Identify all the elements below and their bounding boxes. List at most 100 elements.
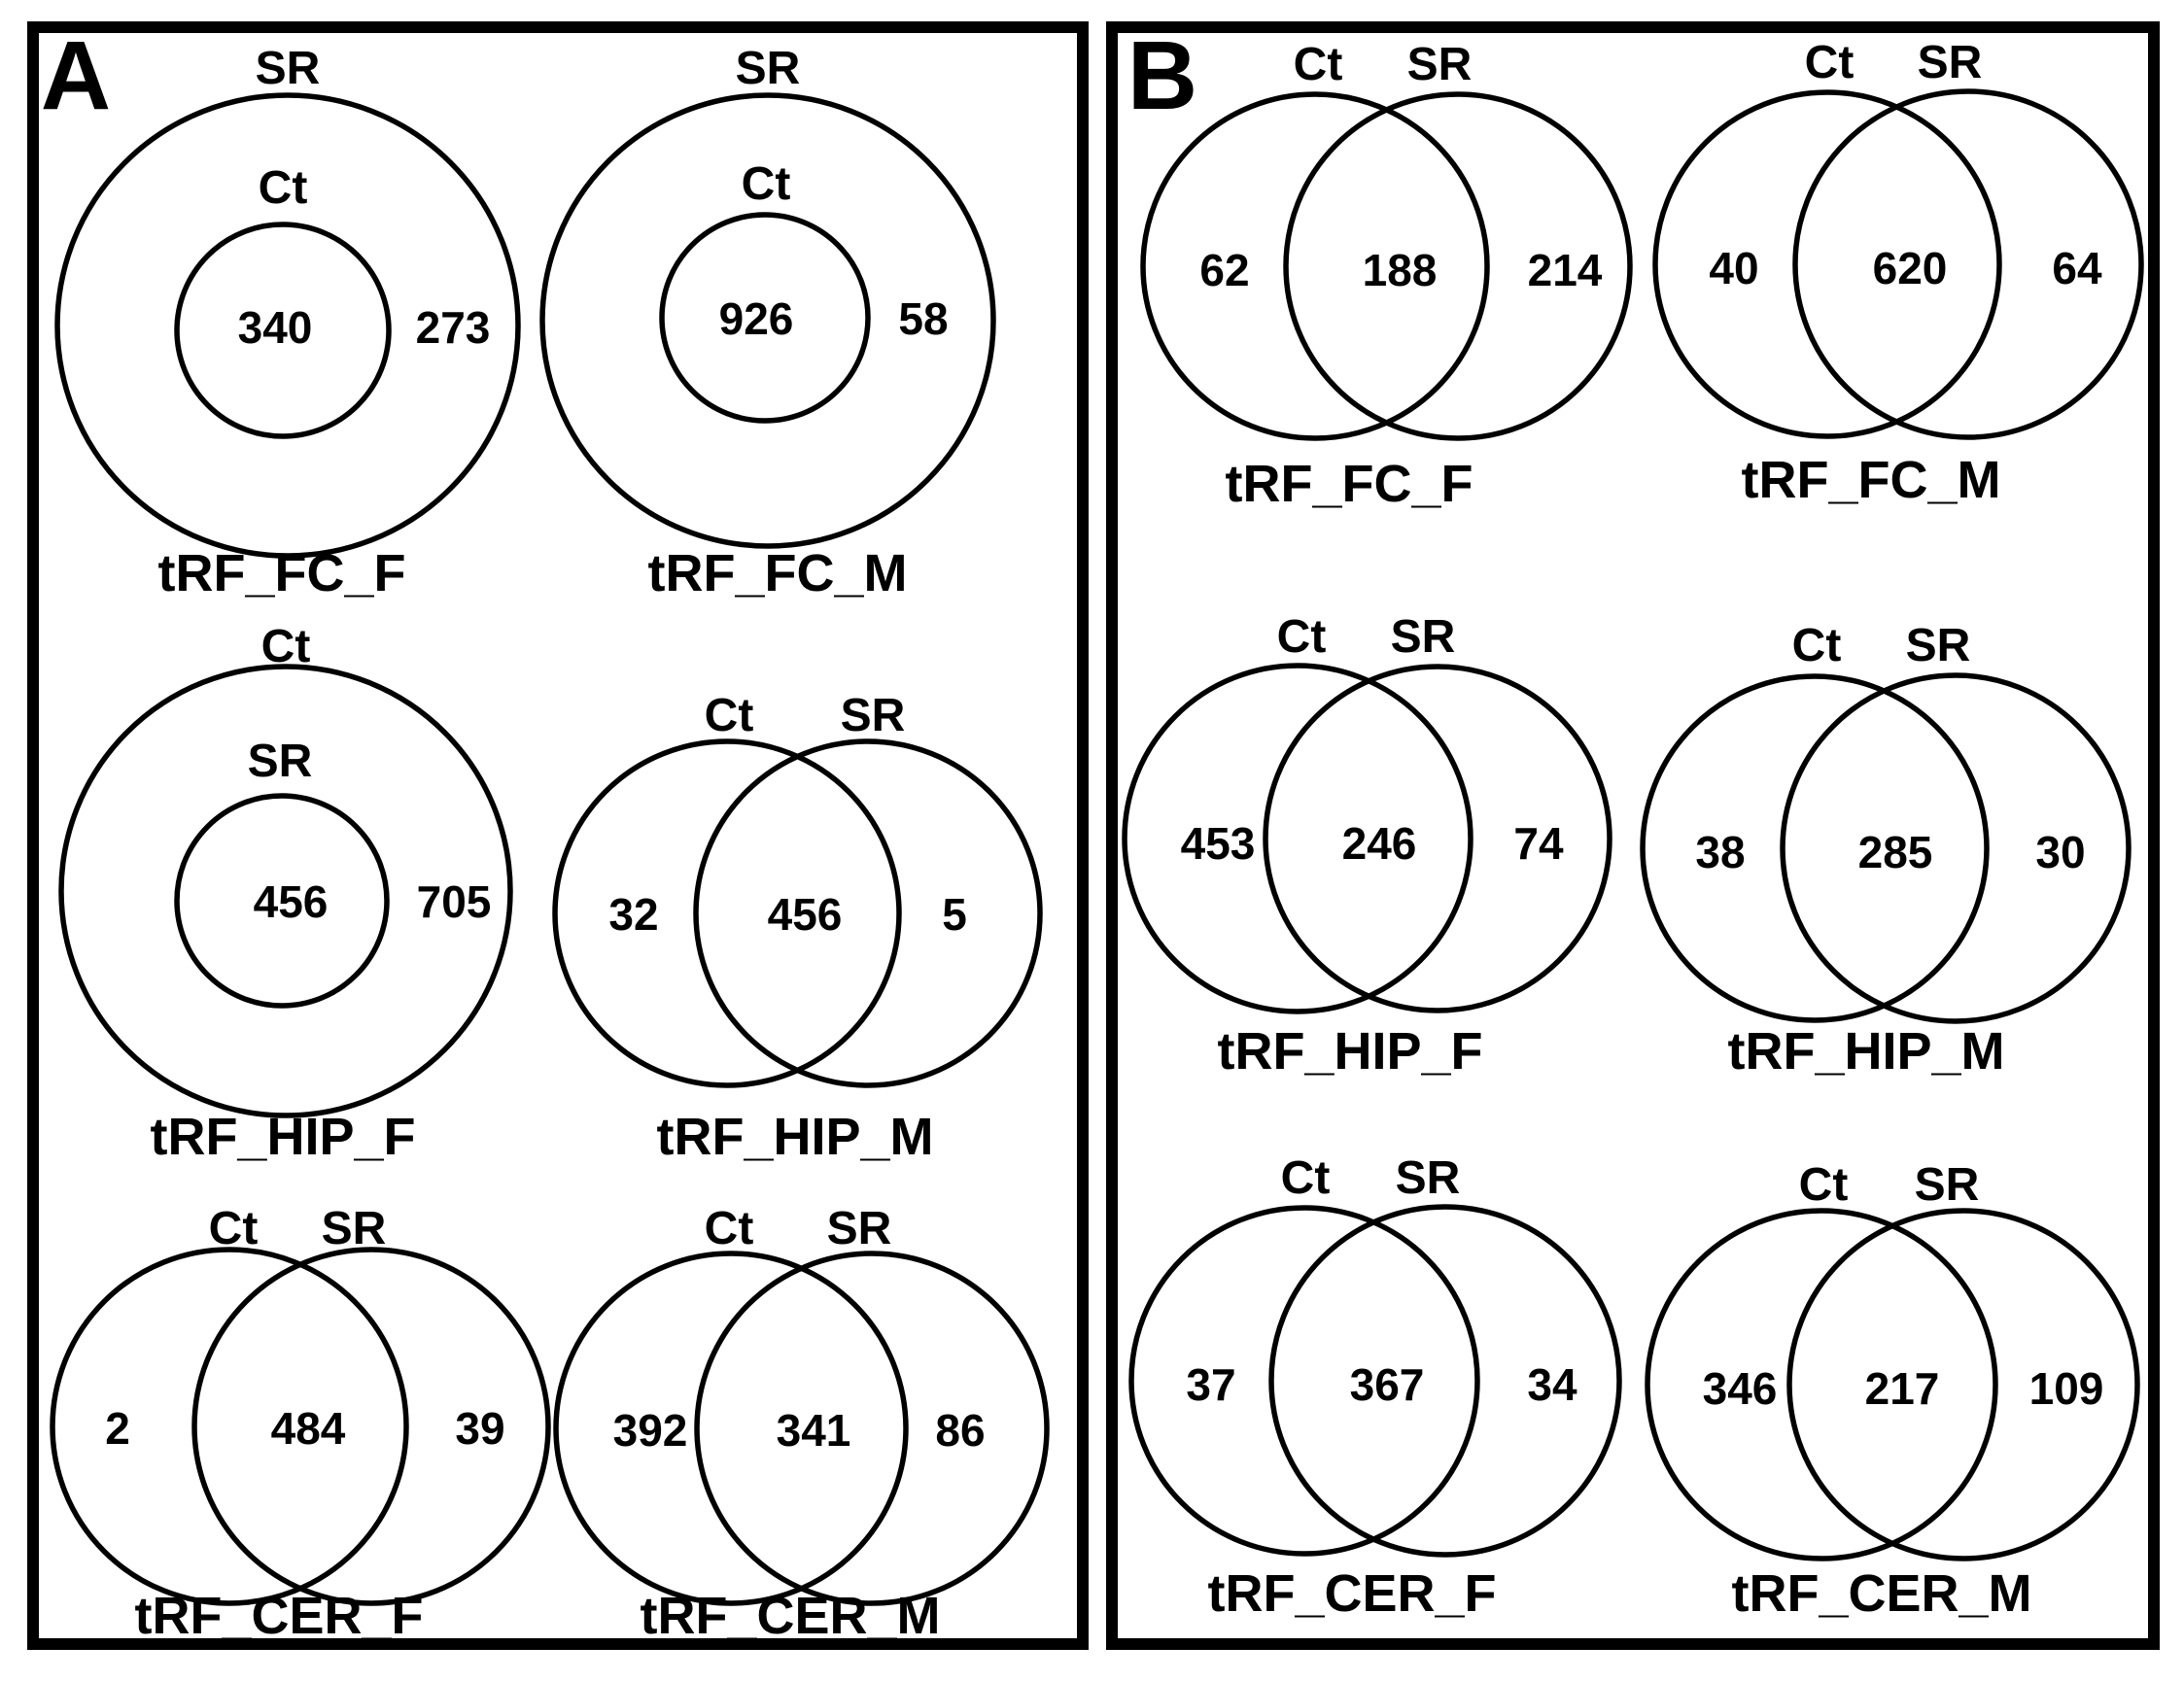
set-label-ct: Ct (1294, 39, 1343, 90)
set-label-ct: Ct (1805, 37, 1855, 88)
venn-b-trf-hip-m: Ct SR 38 285 30 tRF_HIP_M (1640, 620, 2132, 1081)
set-label-ct: Ct (209, 1203, 259, 1254)
set-label-sr: SR (1918, 37, 1983, 88)
venn-circle-sr (191, 1247, 551, 1606)
venn-circle-sr (693, 738, 1043, 1088)
value-overlap: 188 (1363, 245, 1438, 295)
value-overlap: 620 (1873, 243, 1948, 293)
value-ct-only: 705 (417, 876, 492, 927)
set-label-sr: SR (322, 1203, 387, 1254)
value-sr-only: 86 (935, 1405, 985, 1456)
venn-circle-sr (1780, 672, 2132, 1024)
venn-a-trf-cer-m: Ct SR 392 341 86 tRF_CER_M (553, 1203, 1050, 1645)
value-ct-only: 37 (1186, 1359, 1235, 1410)
venn-circle-sr (1786, 1208, 2140, 1561)
value-overlap: 341 (777, 1405, 851, 1456)
venn-circle-sr (539, 92, 996, 549)
venn-circle-sr (1268, 1204, 1622, 1558)
value-overlap: 285 (1858, 827, 1933, 877)
set-label-ct: Ct (259, 162, 308, 214)
venn-title: tRF_FC_F (1226, 455, 1473, 513)
set-label-sr: SR (1906, 620, 1971, 671)
venn-circle-ct (659, 212, 871, 424)
set-label-sr: SR (1407, 39, 1473, 90)
value-sr-only: 109 (2029, 1363, 2104, 1414)
set-label-ct: Ct (742, 158, 791, 210)
set-label-ct: Ct (705, 1203, 754, 1254)
set-label-ct: Ct (1792, 620, 1842, 671)
value-ct-only: 2 (105, 1403, 130, 1454)
venn-circle-ct (1645, 1208, 1998, 1561)
value-sr-only: 273 (416, 302, 491, 353)
set-label-ct: Ct (1281, 1152, 1331, 1204)
value-ct-only: 32 (608, 889, 658, 940)
set-label-ct: Ct (1799, 1159, 1849, 1211)
venn-circle-sr (1792, 88, 2144, 440)
venn-title: tRF_HIP_M (656, 1108, 933, 1166)
venn-circle-sr (1263, 664, 1612, 1013)
venn-b-trf-fc-f: Ct SR 62 188 214 tRF_FC_F (1140, 39, 1633, 513)
value-sr-only: 214 (1528, 245, 1603, 295)
venn-circle-ct (1140, 91, 1490, 441)
venn-circle-ct (174, 222, 392, 439)
set-label-sr: SR (827, 1203, 892, 1254)
panel-b-label: B (1127, 21, 1197, 130)
set-label-ct: Ct (1277, 611, 1327, 663)
value-overlap: 217 (1865, 1363, 1940, 1414)
value-overlap: 246 (1342, 818, 1417, 869)
venn-title: tRF_CER_F (134, 1587, 423, 1645)
set-label-sr: SR (1396, 1152, 1461, 1204)
venn-circle-ct (1128, 1205, 1480, 1557)
set-label-sr: SR (1391, 611, 1456, 663)
venn-circle-sr (174, 793, 390, 1009)
venn-circle-sr (1283, 91, 1633, 441)
venn-circle-ct (58, 664, 513, 1118)
value-ct-only: 38 (1695, 827, 1745, 877)
set-label-sr: SR (736, 43, 801, 94)
venn-circle-sr (694, 1251, 1050, 1606)
value-sr-only: 5 (942, 889, 967, 940)
venn-title: tRF_FC_F (158, 544, 406, 602)
venn-title: tRF_HIP_F (1217, 1022, 1482, 1081)
panel-b-border (1106, 21, 2160, 1650)
panel-a-label: A (41, 21, 111, 130)
venn-circle-ct (553, 1251, 909, 1606)
value-overlap: 484 (271, 1403, 346, 1454)
value-ct-only: 453 (1181, 818, 1256, 869)
value-sr-only: 30 (2035, 827, 2085, 877)
value-ct-only: 392 (613, 1405, 688, 1456)
value-overlap: 456 (768, 889, 843, 940)
venn-title: tRF_CER_F (1207, 1564, 1496, 1623)
set-label-sr: SR (1915, 1159, 1980, 1211)
venn-title: tRF_CER_M (1731, 1564, 2031, 1623)
value-shared: 456 (254, 876, 329, 927)
venn-circle-sr (54, 92, 521, 559)
value-sr-only: 74 (1513, 818, 1564, 869)
set-label-sr: SR (841, 690, 906, 741)
venn-a-trf-hip-m: Ct SR 32 456 5 tRF_HIP_M (552, 690, 1043, 1166)
set-label-ct: Ct (705, 690, 754, 741)
venn-title: tRF_HIP_M (1727, 1022, 2004, 1081)
value-sr-only: 64 (2052, 243, 2102, 293)
value-ct-only: 62 (1199, 245, 1249, 295)
venn-title: tRF_FC_M (648, 544, 908, 602)
venn-title: tRF_CER_M (640, 1587, 940, 1645)
venn-circle-ct (50, 1247, 409, 1606)
venn-title: tRF_FC_M (1742, 451, 2001, 509)
venn-circle-ct (1640, 673, 1990, 1023)
value-sr-only: 39 (455, 1403, 504, 1454)
venn-circle-ct (1652, 89, 2002, 439)
value-overlap: 367 (1350, 1359, 1425, 1410)
value-shared: 340 (238, 302, 313, 353)
panel-a-border (27, 21, 1089, 1650)
